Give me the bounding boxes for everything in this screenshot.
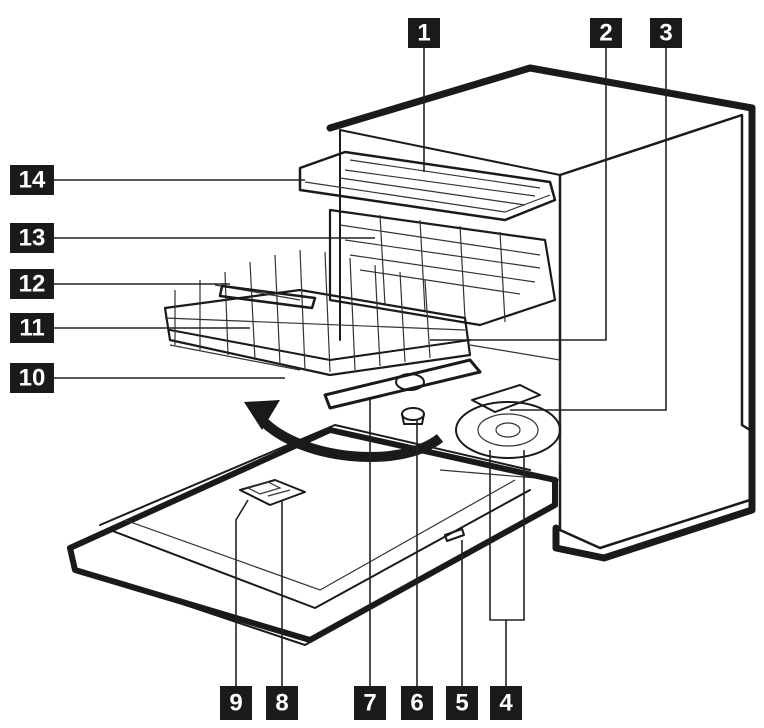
callout-8: 8 [266,686,298,720]
svg-text:12: 12 [19,271,46,298]
callout-13: 13 [10,223,54,253]
svg-text:2: 2 [599,20,612,47]
lower-basket [163,249,472,377]
svg-text:11: 11 [19,315,44,342]
svg-text:10: 10 [19,365,46,392]
upper-basket [328,208,557,327]
dishwasher-body [326,64,756,562]
callout-3: 3 [650,18,682,48]
svg-text:5: 5 [455,690,468,717]
callout-4: 4 [490,686,522,720]
svg-text:8: 8 [275,690,288,717]
callout-9: 9 [220,686,252,720]
leader-lines [52,44,667,686]
dishwasher-door [67,424,558,646]
callout-12: 12 [10,269,54,299]
callout-14: 14 [10,165,54,195]
callout-5: 5 [446,686,478,720]
callout-7: 7 [354,686,386,720]
svg-text:13: 13 [19,225,46,252]
callout-1: 1 [408,18,440,48]
callout-2: 2 [590,18,622,48]
salt-container [401,407,425,425]
svg-text:14: 14 [19,167,46,194]
svg-text:7: 7 [363,690,376,717]
callout-6: 6 [401,686,433,720]
svg-text:4: 4 [499,690,513,717]
callout-11: 11 [10,313,54,343]
lower-spray-arm [323,358,482,410]
filter-system [455,384,561,459]
cutlery-tray [298,150,557,222]
callout-10: 10 [10,363,54,393]
svg-text:9: 9 [229,690,242,717]
svg-text:1: 1 [417,20,430,47]
svg-text:6: 6 [410,690,423,717]
svg-text:3: 3 [659,20,672,47]
